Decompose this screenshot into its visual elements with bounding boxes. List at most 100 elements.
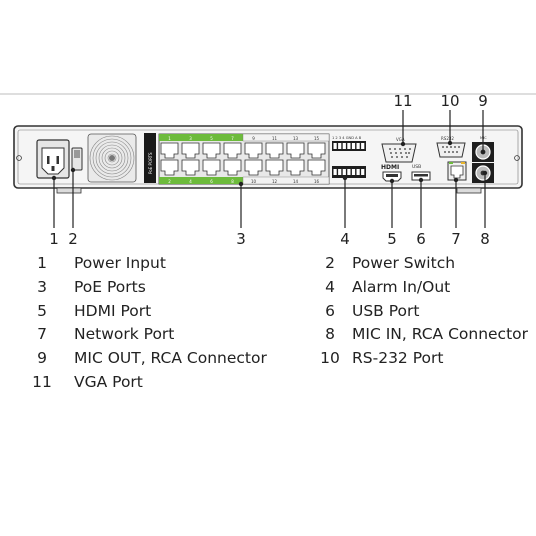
callout-9: 9 bbox=[478, 92, 488, 110]
terminal-pin bbox=[356, 169, 360, 175]
terminal-pin bbox=[333, 143, 337, 149]
port-number-label: 1 bbox=[168, 136, 171, 141]
callout-10: 10 bbox=[440, 92, 459, 110]
fan-hub bbox=[109, 155, 115, 161]
callout-8: 8 bbox=[480, 230, 490, 248]
legend-label: Power Switch bbox=[352, 254, 456, 272]
fan-ring bbox=[98, 144, 126, 172]
rs232-port: RS232 bbox=[436, 136, 466, 158]
fan-ring bbox=[89, 135, 135, 181]
callout-7: 7 bbox=[451, 230, 461, 248]
port-number-label: 4 bbox=[189, 179, 192, 184]
legend-number: 2 bbox=[325, 254, 335, 272]
hdmi-port-label: HDMI bbox=[381, 164, 399, 171]
poe-rj45-jack bbox=[181, 159, 200, 176]
poe-rj45-jack bbox=[181, 142, 200, 159]
power-switch bbox=[71, 147, 83, 171]
legend-number: 7 bbox=[37, 325, 47, 343]
port-number-label: 6 bbox=[210, 179, 213, 184]
poe-ports-block bbox=[158, 133, 330, 185]
legend-number: 6 bbox=[325, 302, 335, 320]
legend-label: RS-232 Port bbox=[352, 349, 444, 367]
terminal-pin bbox=[338, 143, 342, 149]
port-number-label: 13 bbox=[293, 136, 299, 141]
legend-label: PoE Ports bbox=[74, 278, 146, 296]
legend-label: VGA Port bbox=[74, 373, 143, 391]
port-number-label: 10 bbox=[251, 179, 257, 184]
usb-port-label: USB bbox=[412, 164, 421, 170]
port-number-label: 16 bbox=[314, 179, 320, 184]
alarm-terminal-block: 1 2 3 4 GND A B bbox=[332, 136, 366, 178]
legend-label: Alarm In/Out bbox=[352, 278, 451, 296]
legend-label: HDMI Port bbox=[74, 302, 152, 320]
callout-2: 2 bbox=[68, 230, 78, 248]
terminal-pin bbox=[338, 169, 342, 175]
port-number-label: 14 bbox=[293, 179, 299, 184]
poe-rj45-jack bbox=[223, 159, 242, 176]
terminal-pin bbox=[361, 143, 365, 149]
callout-1: 1 bbox=[49, 230, 59, 248]
poe-rj45-jack bbox=[307, 159, 326, 176]
legend-label: USB Port bbox=[352, 302, 420, 320]
legend-label: Power Input bbox=[74, 254, 166, 272]
callout-6: 6 bbox=[416, 230, 426, 248]
alarm-pin-label: 1 2 3 4 GND A B bbox=[332, 136, 362, 140]
terminal-pin bbox=[333, 169, 337, 175]
port-number-label: 2 bbox=[168, 179, 171, 184]
legend-number: 9 bbox=[37, 349, 47, 367]
rs232-port-label: RS232 bbox=[441, 136, 454, 141]
network-port bbox=[447, 161, 467, 181]
poe-rj45-jack bbox=[223, 142, 242, 159]
legend-number: 1 bbox=[37, 254, 47, 272]
poe-rj45-jack bbox=[265, 159, 284, 176]
poe-rj45-jack bbox=[307, 142, 326, 159]
fan-ring bbox=[101, 147, 123, 169]
poe-rj45-jack bbox=[202, 142, 221, 159]
legend: 1 Power Input 2 Power Switch 3 PoE Ports… bbox=[0, 250, 536, 400]
terminal-pin bbox=[361, 169, 365, 175]
port-number-label: 15 bbox=[314, 136, 320, 141]
fan-ring bbox=[104, 150, 120, 166]
port-number-label: 3 bbox=[189, 136, 192, 141]
callout-5: 5 bbox=[387, 230, 397, 248]
poe-rj45-jack bbox=[160, 159, 179, 176]
poe-rj45-jack bbox=[244, 159, 263, 176]
legend-number: 4 bbox=[325, 278, 335, 296]
callout-11: 11 bbox=[393, 92, 412, 110]
poe-label-bar: PoE PORTS bbox=[144, 133, 156, 183]
poe-rj45-jack bbox=[265, 142, 284, 159]
poe-rj45-jack bbox=[244, 142, 263, 159]
legend-number: 11 bbox=[32, 373, 52, 391]
terminal-pin bbox=[347, 169, 351, 175]
callout-3: 3 bbox=[236, 230, 246, 248]
fan-ring bbox=[92, 138, 132, 178]
fan-ring bbox=[95, 141, 129, 175]
poe-rj45-jack bbox=[286, 142, 305, 159]
terminal-pin bbox=[342, 169, 346, 175]
legend-number: 3 bbox=[37, 278, 47, 296]
port-number-label: 11 bbox=[272, 136, 278, 141]
poe-ports-label: PoE PORTS bbox=[148, 152, 153, 174]
legend-label: MIC OUT, RCA Connector bbox=[74, 349, 267, 367]
legend-label: Network Port bbox=[74, 325, 175, 343]
legend-label: MIC IN, RCA Connector bbox=[352, 325, 529, 343]
leader-lines bbox=[51, 110, 488, 228]
terminal-pin bbox=[351, 143, 356, 149]
power-input-socket bbox=[36, 139, 70, 179]
hdmi-port: HDMI bbox=[381, 164, 402, 182]
poe-rj45-jack bbox=[160, 142, 179, 159]
vga-port-label: VGA bbox=[396, 137, 405, 142]
fan-ring bbox=[107, 153, 117, 163]
poe-rj45-jack bbox=[202, 159, 221, 176]
port-number-label: 5 bbox=[210, 136, 213, 141]
legend-number: 10 bbox=[320, 349, 340, 367]
legend-number: 5 bbox=[37, 302, 47, 320]
poe-rj45-jack bbox=[286, 159, 305, 176]
callout-4: 4 bbox=[340, 230, 350, 248]
port-number-label: 8 bbox=[231, 179, 234, 184]
terminal-pin bbox=[356, 143, 360, 149]
legend-number: 8 bbox=[325, 325, 335, 343]
